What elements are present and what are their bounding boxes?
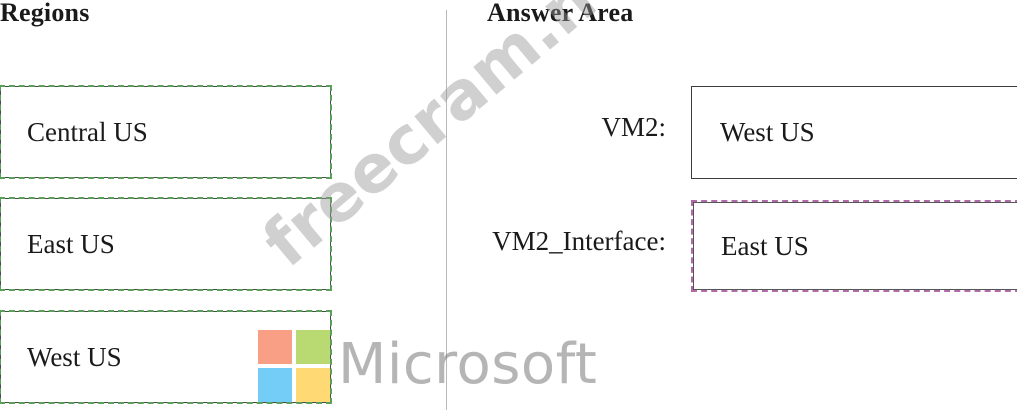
answer-label-vm2-interface: VM2_Interface: [492, 226, 666, 256]
answer-label-vm2: VM2: [601, 112, 666, 142]
panel-divider [446, 10, 447, 410]
region-option-east-us[interactable]: East US [0, 197, 332, 291]
region-option-west-us[interactable]: West US [0, 310, 332, 404]
answer-slot-vm2[interactable]: West US [691, 86, 1017, 179]
microsoft-brand-text: Microsoft [338, 332, 598, 397]
regions-heading: Regions [0, 0, 90, 27]
region-option-label: Central US [27, 116, 148, 147]
answer-slot-value: West US [720, 117, 815, 147]
answer-area-heading: Answer Area [487, 0, 634, 27]
region-option-central-us[interactable]: Central US [0, 85, 332, 179]
region-option-label: East US [27, 228, 115, 259]
region-option-label: West US [27, 341, 122, 372]
answer-slot-vm2-interface[interactable]: East US [691, 200, 1017, 292]
answer-slot-value: East US [721, 230, 809, 261]
